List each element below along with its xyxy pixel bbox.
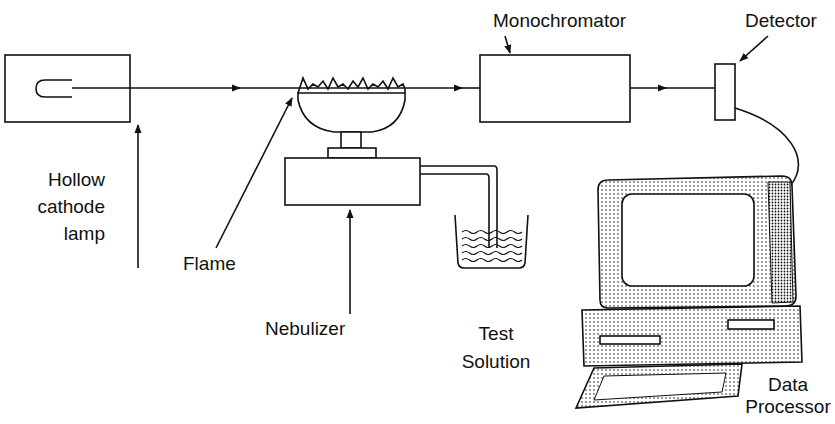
component-label: Monochromator	[493, 10, 626, 32]
test-liquid	[462, 231, 522, 262]
component-label: Detector	[745, 10, 817, 32]
detector-plate	[715, 64, 735, 120]
liquid-wave	[462, 238, 522, 241]
burner-head	[298, 93, 405, 132]
beaker	[455, 215, 528, 268]
nebulizer-body	[285, 158, 420, 205]
liquid-wave	[462, 252, 522, 255]
signal-cable	[735, 108, 798, 186]
sample-tube	[420, 166, 497, 248]
hollow-cathode	[36, 80, 72, 97]
computer	[576, 176, 802, 408]
component-label: Hollow cathode lamp	[37, 166, 105, 247]
leader-arrows	[138, 36, 768, 314]
component-label: Test Solution	[462, 320, 531, 376]
liquid-wave	[462, 231, 522, 234]
burner-base	[328, 148, 376, 158]
liquid-wave	[462, 259, 522, 262]
component-label: Data Processor	[745, 374, 831, 418]
component-label: Nebulizer	[265, 318, 345, 340]
liquid-wave	[462, 245, 522, 248]
flame	[298, 78, 405, 93]
sample-tube	[420, 174, 489, 248]
light-beam	[72, 87, 715, 89]
component-label: Flame	[183, 253, 236, 275]
burner-stem	[341, 132, 361, 148]
monochromator-box	[480, 55, 630, 122]
